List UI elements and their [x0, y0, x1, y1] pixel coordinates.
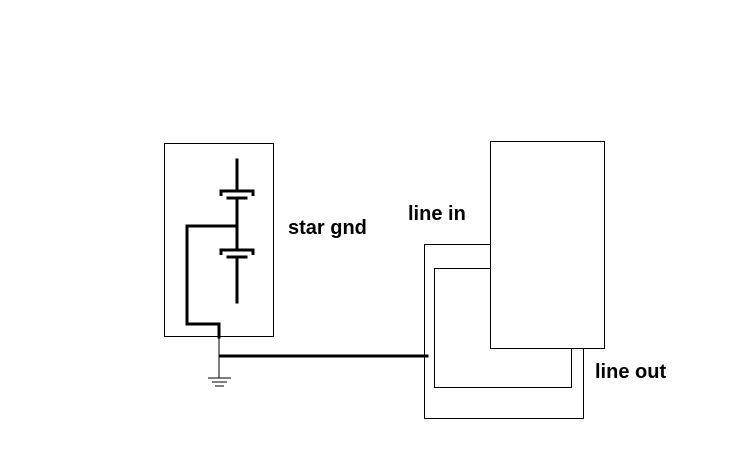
line-in-cable — [424, 244, 584, 419]
battery-cell-top — [219, 158, 255, 250]
line-in-label: line in — [408, 203, 466, 225]
battery-box — [164, 143, 274, 339]
battery-cell-bottom — [219, 248, 255, 304]
line-out-cable — [434, 268, 572, 388]
device-box — [490, 141, 605, 349]
star-gnd-label: star gnd — [288, 217, 367, 239]
line-out-label: line out — [595, 361, 666, 383]
ground-symbol — [208, 337, 231, 387]
star-ground-wiring — [185, 224, 239, 339]
